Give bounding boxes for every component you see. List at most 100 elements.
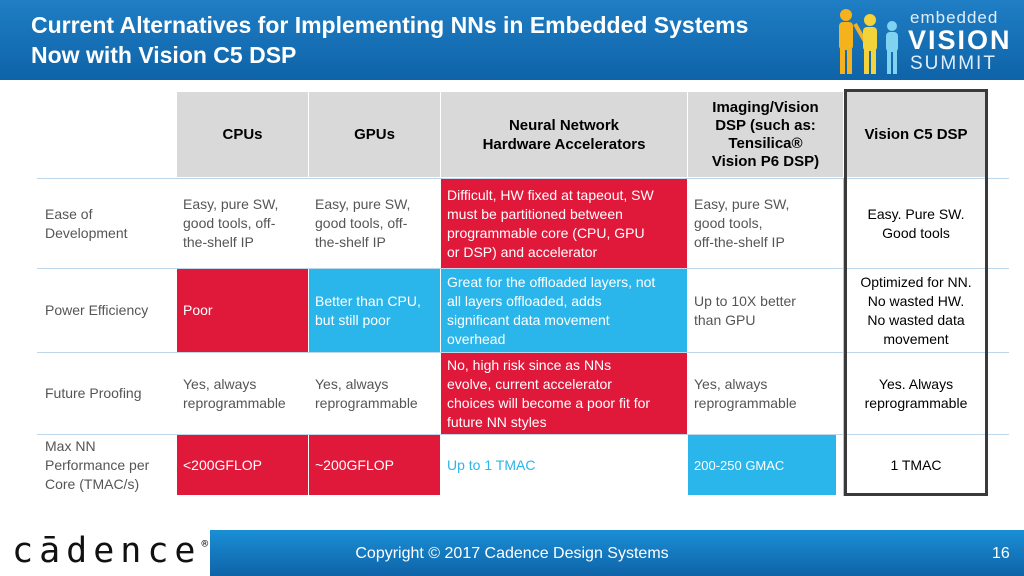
slide-title: Current Alternatives for Implementing NN…: [31, 10, 851, 70]
cell-future-dsp: Yes, always reprogrammable: [688, 353, 843, 434]
col-header-cpus: CPUs: [177, 92, 308, 177]
row-label-future: Future Proofing: [37, 353, 176, 434]
cell-ease-cpus: Easy, pure SW, good tools, off- the-shel…: [177, 179, 308, 268]
col-header-dsp-line-1: Imaging/Vision: [712, 98, 819, 116]
cell-line: Up to 10X better: [694, 292, 796, 309]
cell-line: reprogrammable: [864, 394, 968, 411]
cell-line: Easy. Pure SW.: [867, 205, 965, 222]
cell-line: the-shelf IP: [315, 234, 386, 250]
cell-line: No, high risk since as NNs: [447, 356, 612, 373]
row-label-power: Power Efficiency: [37, 269, 176, 352]
col-header-imaging-dsp: Imaging/Vision DSP (such as: Tensilica® …: [688, 92, 843, 177]
cell-line: Poor: [183, 302, 213, 318]
cell-line: reprogrammable: [694, 394, 797, 411]
people-figures-icon: [839, 9, 898, 74]
col-header-cpus-label: CPUs: [222, 126, 263, 143]
cell-line: or DSP) and accelerator: [447, 243, 598, 260]
cell-line: reprogrammable: [183, 394, 286, 411]
cell-future-cpus: Yes, always reprogrammable: [177, 353, 308, 434]
page-number: 16: [992, 545, 1010, 562]
cell-ease-c5: Easy. Pure SW. Good tools: [847, 179, 985, 268]
row-divider: [37, 178, 1009, 179]
cell-perf-gpus: ~200GFLOP: [309, 435, 440, 495]
cell-line: movement: [883, 330, 949, 347]
row-label-perf-line-3: Core (TMAC/s): [45, 475, 140, 492]
logo-summit-text: SUMMIT: [910, 53, 997, 74]
cell-line: Easy, pure SW,: [183, 196, 279, 212]
cell-future-nn-accelerators: No, high risk since as NNs evolve, curre…: [441, 353, 687, 434]
column-divider: [843, 178, 844, 496]
col-header-c5-label: Vision C5 DSP: [864, 126, 968, 143]
col-header-c5-bg: [847, 92, 985, 177]
row-label-perf-line-2: Performance per: [45, 456, 150, 473]
cell-line: must be partitioned between: [447, 205, 623, 222]
cadence-logo: cādence®: [12, 531, 208, 571]
cell-line: future NN styles: [447, 413, 547, 430]
row-label-ease-line-2: Development: [45, 224, 128, 241]
cell-line: good tools, off-: [183, 215, 276, 231]
cell-future-c5: Yes. Always reprogrammable: [847, 353, 985, 434]
col-header-gpus: GPUs: [309, 92, 440, 177]
col-header-vision-c5: Vision C5 DSP: [847, 92, 985, 177]
row-label-power-text: Power Efficiency: [45, 302, 149, 318]
cell-line: Good tools: [882, 224, 950, 241]
cell-power-nn-accelerators: Great for the offloaded layers, not all …: [441, 269, 687, 352]
cadence-logo-text: cādence: [12, 531, 202, 571]
col-header-dsp-line-3: Tensilica®: [728, 134, 803, 152]
cell-line: good tools,: [694, 215, 763, 231]
cell-perf-c5: 1 TMAC: [847, 435, 985, 495]
col-header-nn-line-1: Neural Network: [508, 116, 620, 134]
col-header-dsp-line-4: Vision P6 DSP): [711, 152, 820, 170]
logo-embedded-text: embedded: [910, 8, 999, 27]
cell-perf-cpus: <200GFLOP: [177, 435, 308, 495]
cell-line: off-the-shelf IP: [694, 234, 785, 250]
cell-line: ~200GFLOP: [315, 456, 394, 473]
col-header-gpus-label: GPUs: [354, 126, 395, 143]
cell-line: choices will become a poor fit for: [447, 394, 651, 411]
cell-perf-dsp: 200-250 GMAC: [688, 435, 836, 495]
footer-logo-area: [0, 530, 210, 576]
title-line-1: Current Alternatives for Implementing NN…: [31, 12, 749, 38]
cell-line: good tools, off-: [315, 215, 408, 231]
cell-line: No wasted data: [867, 311, 965, 328]
cell-line: 200-250 GMAC: [694, 457, 785, 473]
slide-header: [0, 0, 1024, 80]
cell-line: all layers offloaded, adds: [447, 292, 602, 309]
row-label-ease-line-1: Ease of: [45, 205, 93, 222]
cell-power-cpus: Poor: [177, 269, 308, 352]
cell-line: significant data movement: [447, 311, 610, 328]
cell-perf-nn-accelerators: Up to 1 TMAC: [441, 435, 687, 495]
cell-line: the-shelf IP: [183, 234, 254, 250]
cell-ease-nn-accelerators: Difficult, HW fixed at tapeout, SW must …: [441, 179, 687, 268]
cell-line: Optimized for NN.: [860, 273, 972, 290]
cell-line: Up to 1 TMAC: [447, 456, 536, 473]
row-divider: [37, 352, 1009, 353]
cell-line: reprogrammable: [315, 394, 418, 411]
logo-vision-text: VISION: [908, 25, 1012, 55]
col-header-nn-accelerators: Neural Network Hardware Accelerators: [441, 92, 687, 177]
title-line-2: Now with Vision C5 DSP: [31, 42, 297, 68]
row-divider: [37, 268, 1009, 269]
cell-line: Yes. Always: [878, 375, 954, 392]
cell-power-c5: Optimized for NN. No wasted HW. No waste…: [847, 269, 985, 352]
cell-line: but still poor: [315, 311, 391, 328]
cell-line: Easy, pure SW,: [315, 196, 411, 212]
cadence-registered-mark: ®: [201, 537, 209, 550]
cell-ease-gpus: Easy, pure SW, good tools, off- the-shel…: [309, 179, 440, 268]
row-label-perf: Max NN Performance per Core (TMAC/s): [37, 435, 176, 495]
cell-future-gpus: Yes, always reprogrammable: [309, 353, 440, 434]
row-label-ease: Ease of Development: [37, 179, 176, 268]
row-label-perf-line-1: Max NN: [45, 437, 96, 454]
cell-line: Yes, always: [694, 375, 768, 392]
cell-line: than GPU: [694, 311, 756, 328]
cell-line: programmable core (CPU, GPU: [447, 224, 645, 241]
col-header-nn-line-2: Hardware Accelerators: [482, 135, 646, 153]
cell-line: Great for the offloaded layers, not: [447, 273, 656, 290]
cell-line: Yes, always: [315, 375, 389, 392]
cell-line: evolve, current accelerator: [447, 375, 612, 392]
row-divider: [37, 434, 1009, 435]
cell-line: No wasted HW.: [867, 292, 965, 309]
row-label-future-text: Future Proofing: [45, 385, 142, 401]
cell-ease-dsp: Easy, pure SW, good tools, off-the-shelf…: [688, 179, 843, 268]
cell-line: <200GFLOP: [183, 456, 262, 473]
